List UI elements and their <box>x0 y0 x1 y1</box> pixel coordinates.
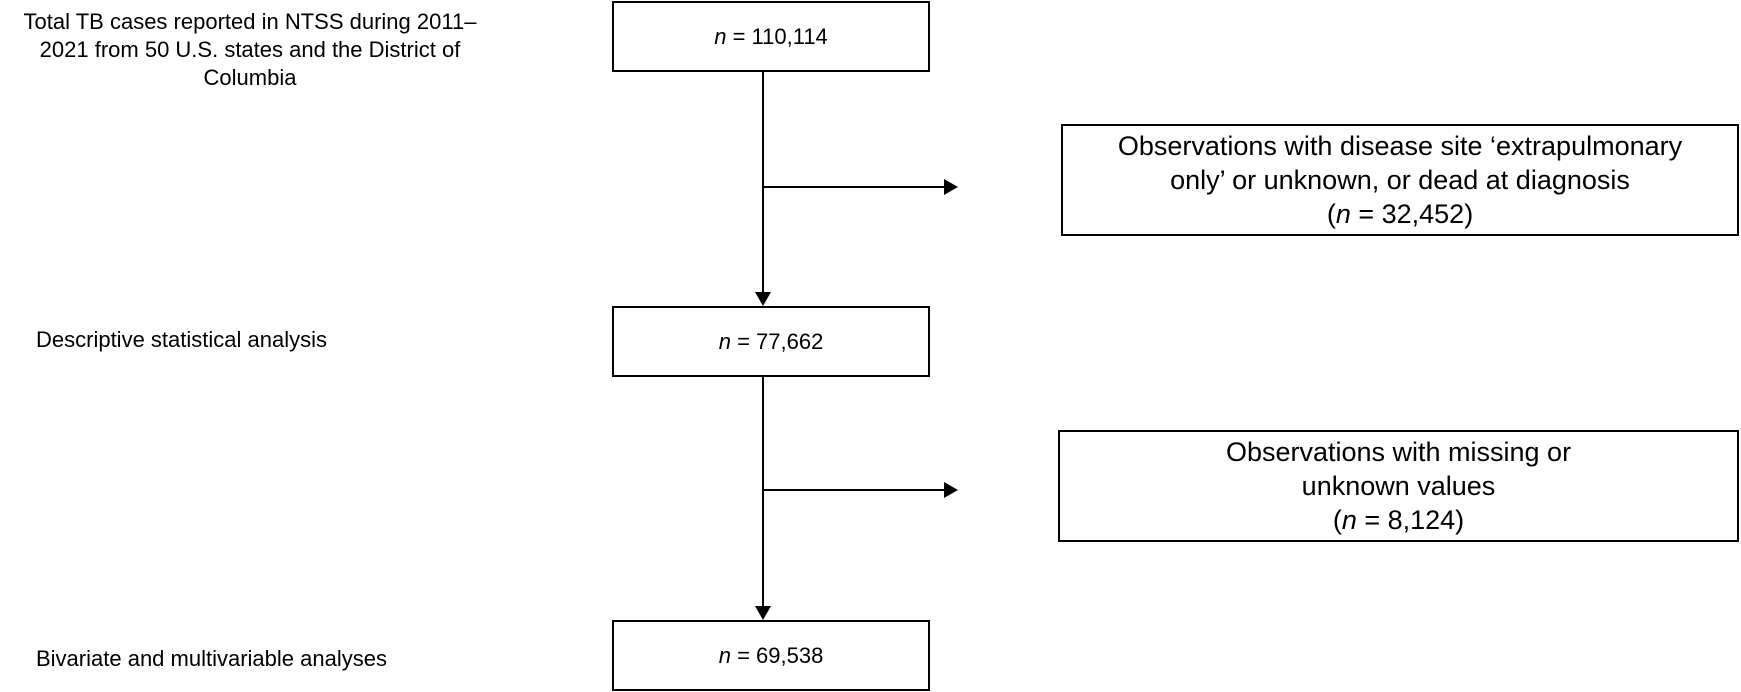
arrowhead-down-2 <box>755 606 771 620</box>
arrowhead-right-1 <box>944 179 958 195</box>
open-paren: ( <box>1332 505 1342 535</box>
count-value: = 32,452) <box>1350 199 1474 229</box>
n-symbol: n <box>714 23 727 49</box>
excl1-line1: Observations with disease site ‘extrapul… <box>1117 131 1683 161</box>
n-symbol: n <box>718 328 731 354</box>
n-symbol: n <box>718 642 731 668</box>
n-symbol: n <box>1341 505 1357 535</box>
count-value: = 8,124) <box>1356 505 1465 535</box>
count-value: = 77,662 <box>737 328 824 354</box>
box-bivariate-text: n = 69,538 <box>719 643 824 669</box>
count-value: = 110,114 <box>732 23 828 49</box>
box-descriptive: n = 77,662 <box>612 306 930 377</box>
n-symbol: n <box>1335 199 1351 229</box>
open-paren: ( <box>1326 199 1336 229</box>
label-descriptive: Descriptive statistical analysis <box>36 327 327 352</box>
arrowhead-right-2 <box>944 482 958 498</box>
box-exclusion-missing-values: Observations with missing or unknown val… <box>1058 430 1739 542</box>
label-total-line3: Columbia <box>203 65 297 90</box>
label-total-cases: Total TB cases reported in NTSS during 2… <box>0 8 500 92</box>
label-bivariate: Bivariate and multivariable analyses <box>36 646 387 671</box>
box-descriptive-text: n = 77,662 <box>719 329 824 355</box>
label-total-line1: Total TB cases reported in NTSS during 2… <box>23 9 477 34</box>
arrowhead-down-1 <box>755 292 771 306</box>
excl1-count: (n = 32,452) <box>1327 197 1473 231</box>
box-bivariate: n = 69,538 <box>612 620 930 691</box>
box-exclusion-disease-site: Observations with disease site ‘extrapul… <box>1061 124 1739 236</box>
excl2-line1: Observations with missing or <box>1225 437 1572 467</box>
excl2-line2: unknown values <box>1301 471 1496 501</box>
excl1-line2: only’ or unknown, or dead at diagnosis <box>1170 165 1630 195</box>
box-total-cases-text: n = 110,114 <box>714 24 828 50</box>
box-total-cases: n = 110,114 <box>612 1 930 72</box>
excl2-count: (n = 8,124) <box>1333 503 1464 537</box>
count-value: = 69,538 <box>737 642 824 668</box>
label-total-line2: 2021 from 50 U.S. states and the Distric… <box>39 37 461 62</box>
